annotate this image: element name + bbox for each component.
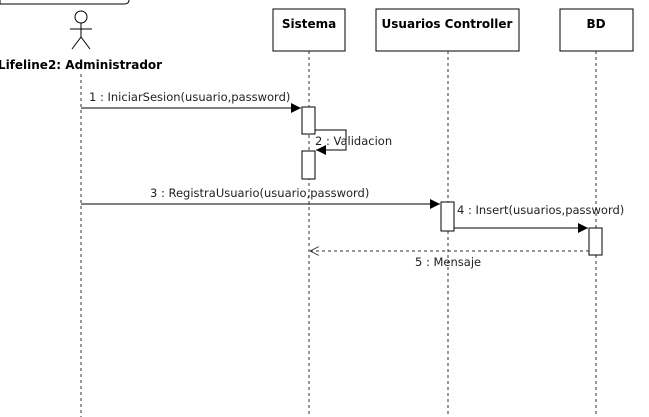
message-3[interactable]: 3 : RegistraUsuario(usuario,password) — [81, 186, 440, 209]
message-5[interactable]: 5 : Mensaje — [310, 251, 589, 269]
lifeline-sistema[interactable]: Sistema — [272, 8, 346, 52]
activation-sistema-1 — [301, 106, 316, 135]
actor-label: Lifeline2: Administrador — [0, 58, 162, 72]
message-4-label: 4 : Insert(usuarios,password) — [457, 203, 624, 217]
message-5-label: 5 : Mensaje — [415, 255, 481, 269]
activation-bd — [588, 227, 603, 256]
lifeline-sistema-label: Sistema — [282, 17, 336, 31]
lifeline-usuarios-controller[interactable]: Usuarios Controller — [375, 8, 520, 52]
lifeline-bd[interactable]: BD — [559, 8, 634, 52]
message-3-label: 3 : RegistraUsuario(usuario,password) — [150, 186, 369, 200]
message-2-label: 2 : Validacion — [315, 134, 392, 148]
stick-figure-icon — [70, 10, 92, 50]
message-1[interactable]: 1 : IniciarSesion(usuario,password) — [81, 90, 301, 113]
lifeline-usuarios-controller-label: Usuarios Controller — [382, 17, 513, 31]
message-1-label: 1 : IniciarSesion(usuario,password) — [89, 90, 290, 104]
message-4[interactable]: 4 : Insert(usuarios,password) — [454, 203, 624, 233]
actor-administrador[interactable]: Lifeline2: Administrador — [0, 10, 162, 72]
activation-usuarios-controller — [440, 201, 455, 232]
frame-corner — [0, 0, 130, 5]
activation-sistema-2 — [301, 150, 316, 180]
lifeline-bd-label: BD — [586, 17, 605, 31]
message-2[interactable]: 2 : Validacion — [315, 129, 392, 155]
